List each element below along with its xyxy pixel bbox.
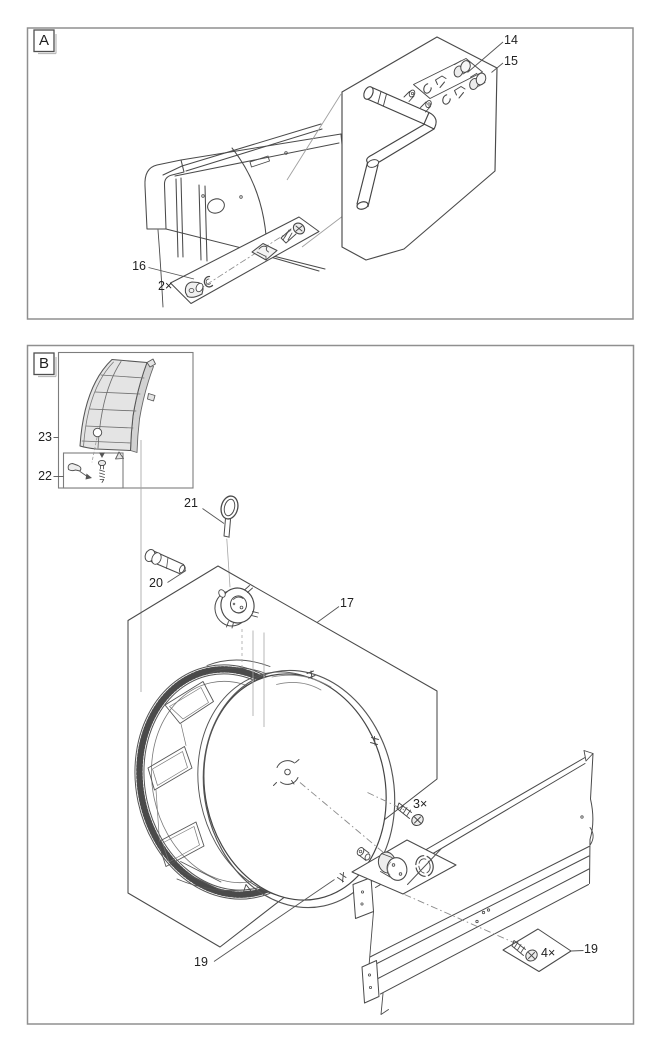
pin-20 xyxy=(144,549,186,575)
assembly-lines-b xyxy=(299,782,521,946)
saddle-clamp xyxy=(251,242,278,261)
part-label-20: 20 xyxy=(149,576,163,590)
drum-seal-19 xyxy=(202,669,396,909)
screw-4x xyxy=(511,940,538,962)
screw-3x xyxy=(396,802,424,827)
leader-line-19-left xyxy=(213,879,335,962)
tank-drawing xyxy=(144,123,346,308)
pull-ring-21 xyxy=(220,495,239,588)
cap-inset xyxy=(351,839,457,895)
fitting-group-14 xyxy=(413,58,483,99)
drum-bayonet-center xyxy=(273,759,300,786)
panel-label-a: A xyxy=(38,32,49,49)
panel-b-label-box xyxy=(33,352,57,378)
part-label-17: 17 xyxy=(340,596,354,610)
elbow-fitting-16 xyxy=(184,281,204,298)
clip-screw-inset-box xyxy=(62,452,124,489)
leader-line-21 xyxy=(202,508,225,524)
part-label-23: 23 xyxy=(38,430,52,444)
panel-a-label-box xyxy=(33,29,57,55)
leader-line-15 xyxy=(491,62,504,73)
drum-frame-windows xyxy=(147,681,224,892)
wall-panel xyxy=(352,750,594,1015)
pipe-port-upper xyxy=(403,89,416,102)
pipe-port-lower xyxy=(420,100,432,113)
drum-front-disc xyxy=(203,673,387,901)
hub-axis-lines xyxy=(241,629,265,727)
qty-label-4x: 4× xyxy=(541,946,556,960)
fitting-group-15 xyxy=(442,72,487,105)
ring-16 xyxy=(203,275,214,288)
qty-label-3x: 3× xyxy=(413,797,428,811)
part-label-22: 22 xyxy=(38,469,52,483)
panel-label-b: B xyxy=(38,355,49,372)
bearing-cap xyxy=(377,851,408,881)
part-label-19-right: 19 xyxy=(584,942,598,956)
part-label-15: 15 xyxy=(504,54,518,68)
grate-drawing-23 xyxy=(79,358,156,463)
part-label-14: 14 xyxy=(504,33,518,47)
plug-part xyxy=(356,847,371,861)
drum-assembly-17 xyxy=(134,659,396,909)
region-outline-17 xyxy=(127,565,438,948)
leader-line-16 xyxy=(148,267,195,280)
panel-a-frame xyxy=(26,27,634,320)
pipe-assembly xyxy=(356,86,437,210)
clip-and-screw-22 xyxy=(67,452,107,483)
leader-line-14 xyxy=(467,41,504,73)
leader-line-20 xyxy=(167,570,187,583)
seal-clips xyxy=(243,670,379,893)
part-label-16: 16 xyxy=(132,259,146,273)
part-label-19-left: 19 xyxy=(194,955,208,969)
snap-ring-crossed xyxy=(407,848,442,885)
leader-line-17 xyxy=(316,606,340,623)
part-label-21: 21 xyxy=(184,496,198,510)
clamp-strip-16 xyxy=(169,216,320,305)
leader-line-19-right xyxy=(570,950,584,952)
screw-16 xyxy=(280,222,306,244)
qty-label-2x: 2× xyxy=(158,279,173,293)
drive-hub xyxy=(214,585,259,629)
